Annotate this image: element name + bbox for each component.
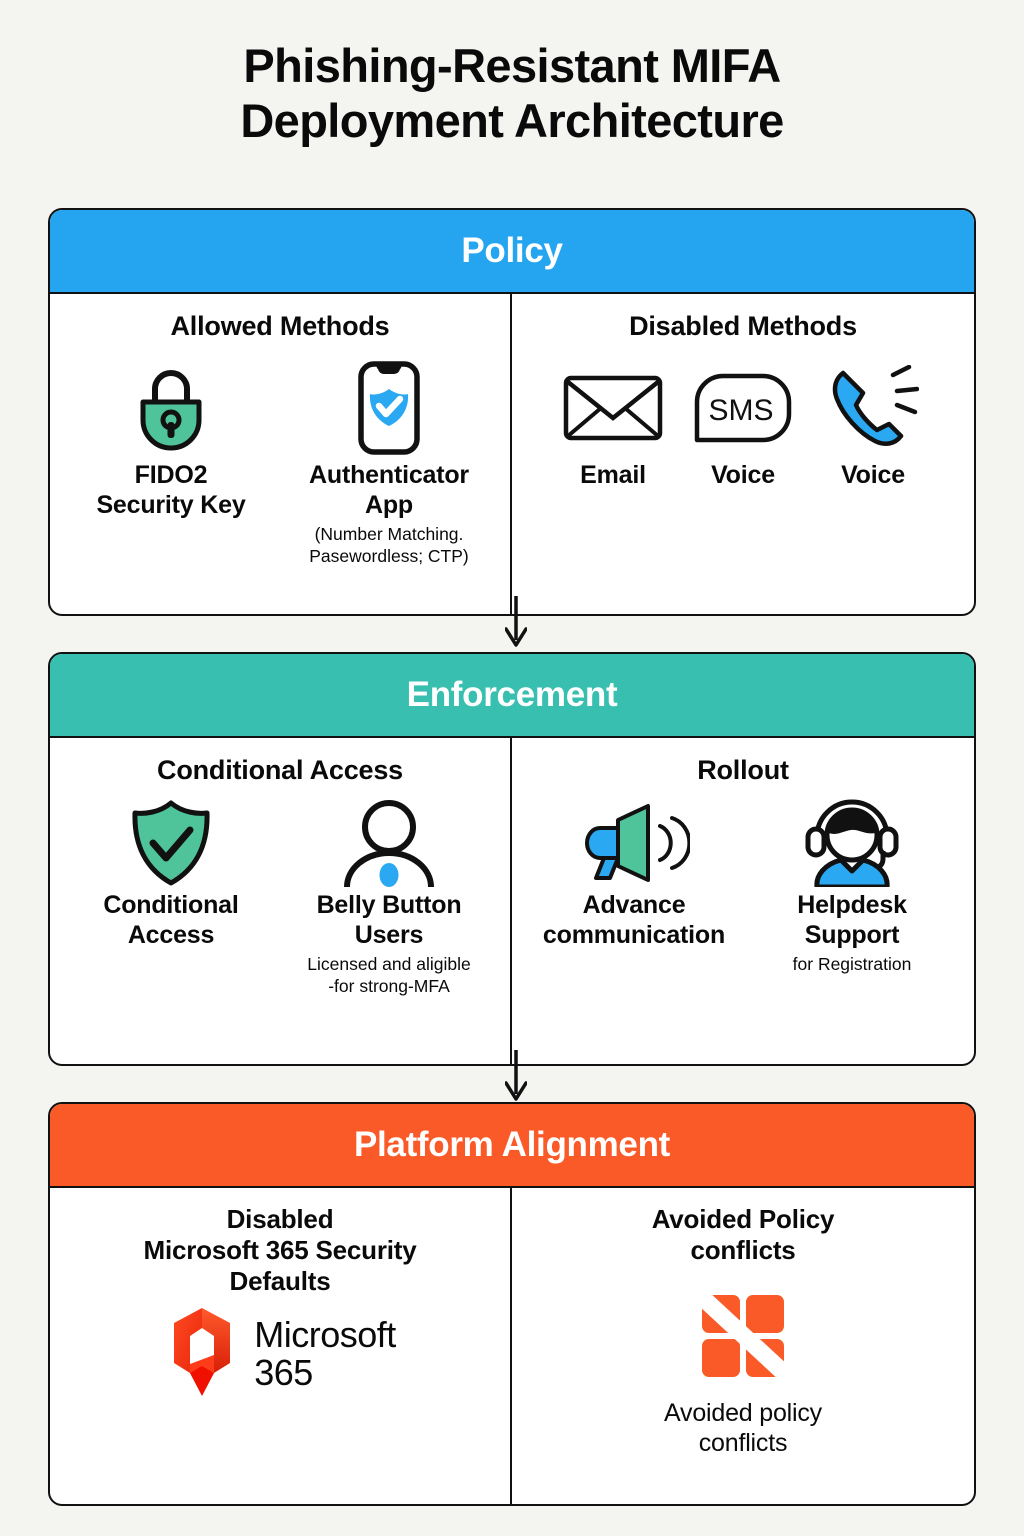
page-title: Phishing-Resistant MIFA Deployment Archi… [0,38,1024,149]
page-title-line-1: Phishing-Resistant MIFA [243,39,781,92]
rollout-item-advance-communication: Advance communication [534,800,734,976]
platform-alignment-columns: Disabled Microsoft 365 Security Defaults [50,1188,974,1504]
avoided-policy-conflicts-column: Avoided Policy conflicts [512,1188,974,1504]
label-line-2: Support [804,921,900,950]
sub-line-1: Licensed and aligible [307,954,471,975]
avoided-policy-conflicts-caption: Avoided policy conflicts [664,1398,822,1458]
conditional-access-column: Conditional Access Conditional Access [50,738,512,1064]
phone-authenticator-icon [358,360,420,456]
policy-band-label: Policy [461,231,563,270]
allowed-method-fido2-label: FIDO2 Security Key [96,460,245,520]
label-line-2: Security Key [96,491,246,520]
sub-line-2: -for strong-MFA [328,976,450,997]
avoided-policy-conflicts-heading: Avoided Policy conflicts [652,1204,835,1266]
enforcement-card: Enforcement Conditional Access Condi [48,652,976,1066]
microsoft-365-wordmark: Microsoft 365 [254,1316,396,1392]
heading-line-1: Avoided Policy [651,1204,835,1234]
wordmark-line-1: Microsoft [254,1314,396,1356]
enforcement-item-belly-button-users: Belly Button Users Licensed and aligible… [289,800,489,998]
disabled-method-voice: Voice [813,360,933,490]
disabled-method-sms-label: Voice [711,461,775,490]
disabled-security-defaults-heading: Disabled Microsoft 365 Security Defaults [143,1204,416,1298]
broken-puzzle-icon [700,1288,786,1384]
label-line-1: Helpdesk [797,891,907,920]
enforcement-item-belly-button-users-label: Belly Button Users [317,890,462,950]
platform-alignment-card: Platform Alignment Disabled Microsoft 36… [48,1102,976,1506]
label-line-1: Authenticator [309,461,469,490]
enforcement-item-belly-button-users-sub: Licensed and aligible -for strong-MFA [307,954,470,998]
sms-bubble-text: SMS [708,394,773,427]
rollout-item-helpdesk-support: Helpdesk Support for Registration [752,799,952,976]
policy-card: Policy Allowed Methods [48,208,976,616]
allowed-methods-items: FIDO2 Security Key [62,360,498,568]
label-line-2: Users [354,921,424,950]
arrow-policy-to-enforcement [505,596,527,652]
conditional-access-items: Conditional Access [62,800,498,998]
heading-line-3: Defaults [229,1266,331,1297]
label-line-1: FIDO2 [134,461,208,490]
policy-columns: Allowed Methods FIDO2 [50,294,974,614]
disabled-security-defaults-column: Disabled Microsoft 365 Security Defaults [50,1188,512,1504]
platform-alignment-band-label: Platform Alignment [353,1125,671,1164]
phone-handset-icon [827,360,919,456]
rollout-item-advance-communication-label: Advance communication [543,890,725,950]
heading-line-2: conflicts [690,1235,796,1266]
shield-check-icon [130,800,212,886]
rollout-item-helpdesk-support-sub: for Registration [792,954,912,975]
sms-bubble-icon: SMS [693,360,793,456]
label-line-2: Access [127,921,215,950]
microsoft-365-logo [164,1306,240,1403]
microsoft-365-lockup: Microsoft 365 [164,1306,396,1403]
megaphone-icon [578,800,690,886]
label-line-2: App [365,491,413,520]
label-line-1: Belly Button [316,891,462,920]
policy-band: Policy [50,210,974,294]
disabled-method-email: Email [553,360,673,490]
heading-line-2: Microsoft 365 Security [143,1235,417,1266]
enforcement-columns: Conditional Access Conditional Access [50,738,974,1064]
rollout-items: Advance communication [524,799,962,976]
person-belly-button-icon [341,800,437,888]
disabled-methods-heading: Disabled Methods [629,311,857,341]
disabled-methods-items: Email SMS Voice [524,360,962,490]
allowed-method-authenticator-sub: (Number Matching. Pasewordless; CTP) [309,524,469,568]
rollout-item-helpdesk-support-label: Helpdesk Support [797,890,907,950]
enforcement-item-conditional-access: Conditional Access [71,800,271,998]
allowed-methods-column: Allowed Methods FIDO2 [50,294,512,614]
label-line-2: communication [542,921,726,950]
allowed-method-authenticator: Authenticator App (Number Matching. Pase… [289,360,489,568]
headset-support-icon [805,799,899,888]
heading-line-1: Disabled [226,1204,334,1234]
caption-line-2: conflicts [698,1429,788,1458]
enforcement-band-label: Enforcement [406,675,618,714]
allowed-methods-heading: Allowed Methods [170,311,390,341]
allowed-method-authenticator-label: Authenticator App [309,460,469,520]
rollout-heading: Rollout [697,755,789,785]
label-line-1: Advance [582,891,686,920]
rollout-column: Rollout Adv [512,738,974,1064]
label-line-1: Conditional [103,891,239,920]
enforcement-band: Enforcement [50,654,974,738]
caption-line-1: Avoided policy [664,1399,822,1428]
enforcement-item-conditional-access-label: Conditional Access [103,890,238,950]
platform-alignment-band: Platform Alignment [50,1104,974,1188]
allowed-method-fido2: FIDO2 Security Key [71,360,271,568]
disabled-method-sms: SMS Voice [683,360,803,490]
sub-line-1: (Number Matching. [314,524,464,545]
sub-line-2: Pasewordless; CTP) [309,546,469,567]
conditional-access-heading: Conditional Access [157,755,403,785]
disabled-method-voice-label: Voice [841,461,905,490]
page-title-line-2: Deployment Architecture [240,94,784,148]
envelope-icon [563,360,663,456]
disabled-method-email-label: Email [580,461,646,490]
padlock-icon [133,360,209,456]
arrow-enforcement-to-platform [505,1050,527,1106]
wordmark-line-2: 365 [254,1352,313,1394]
disabled-methods-column: Disabled Methods Email [512,294,974,614]
